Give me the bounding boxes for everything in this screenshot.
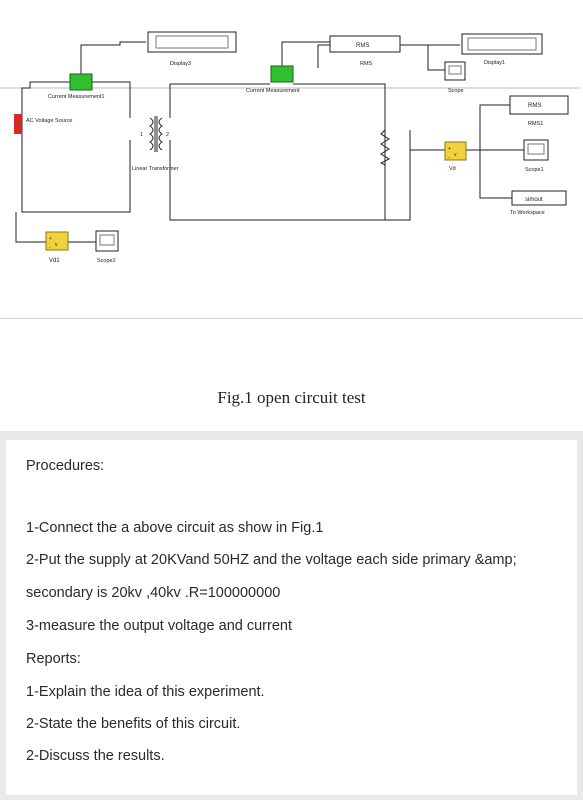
simout-block: simout To Workspace (510, 190, 567, 216)
instructions-card: Procedures: 1-Connect the a above circui… (6, 440, 577, 795)
circuit-diagram: Display3 Current Measurement1 AC Voltage… (0, 31, 580, 264)
vd1-plus-sign: + (49, 236, 52, 242)
scope1-label: Scope1 (525, 167, 544, 173)
report-item-3: 2-Discuss the results. (26, 748, 165, 764)
report-item-1: 1-Explain the idea of this experiment. (26, 684, 265, 700)
scope-label: Scope (448, 88, 464, 94)
resistor-symbol (379, 129, 391, 166)
vd1-minus-sign: - (49, 245, 51, 251)
to-workspace-label: To Workspace (510, 210, 545, 216)
scope2-label: Scope2 (97, 258, 116, 264)
vd1-label: Vd1 (49, 258, 60, 264)
ac-voltage-source-block: AC Voltage Source (14, 114, 72, 134)
scope2-block: Scope2 (95, 230, 119, 264)
figure-caption: Fig.1 open circuit test (217, 388, 366, 407)
procedure-step-2-line-1: 2-Put the supply at 20KVand 50HZ and the… (26, 552, 517, 568)
procedure-step-2-line-2: secondary is 20kv ,40kv .R=100000000 (26, 585, 281, 601)
rms-top-block: RMS RMS (329, 35, 401, 67)
vd-plus-sign: + (448, 146, 451, 152)
current-measurement1-block: Current Measurement1 (48, 73, 105, 100)
vd-label: Vd (449, 166, 456, 172)
rms-right-block: RMS RMS1 (509, 95, 569, 127)
display3-label: Display3 (170, 61, 191, 67)
current-measurement1-label: Current Measurement1 (48, 94, 105, 100)
scope1-block: Scope1 (523, 139, 549, 173)
display1-label: Display1 (484, 60, 505, 66)
rms-top-label: RMS (360, 61, 373, 67)
vd-minus-sign: - (448, 155, 450, 161)
procedures-heading: Procedures: (26, 458, 105, 474)
caption-card: Fig.1 open circuit test (0, 318, 583, 431)
linear-transformer-label: Linear Transformer (132, 166, 179, 172)
report-item-2: 2-State the benefits of this circuit. (26, 716, 241, 732)
scope-block: Scope (444, 61, 466, 94)
circuit-diagram-card: Display3 Current Measurement1 AC Voltage… (0, 0, 583, 318)
rms-top-block-text: RMS (356, 43, 369, 49)
wires (0, 41, 580, 243)
reports-heading: Reports: (26, 651, 81, 667)
current-measurement-block: Current Measurement (246, 65, 300, 94)
vd1-block: + v - Vd1 (45, 231, 69, 264)
winding-2-label: 2 (166, 132, 169, 138)
ac-voltage-source-label: AC Voltage Source (26, 118, 72, 124)
linear-transformer-block: 1 2 Linear Transformer (132, 116, 179, 172)
current-measurement-label: Current Measurement (246, 88, 300, 94)
rms-right-label: RMS1 (528, 121, 543, 127)
winding-1-label: 1 (140, 132, 143, 138)
vd-v-sign: v (454, 152, 457, 158)
display1-block: Display1 (461, 33, 543, 66)
simout-block-text: simout (525, 197, 543, 203)
display3-block: Display3 (147, 31, 237, 67)
procedure-step-3: 3-measure the output voltage and current (26, 618, 292, 634)
vd1-v-sign: v (55, 242, 58, 248)
procedure-step-1: 1-Connect the a above circuit as show in… (26, 520, 324, 536)
rms-right-block-text: RMS (528, 103, 541, 109)
vd-block: + v - Vd (444, 141, 467, 172)
